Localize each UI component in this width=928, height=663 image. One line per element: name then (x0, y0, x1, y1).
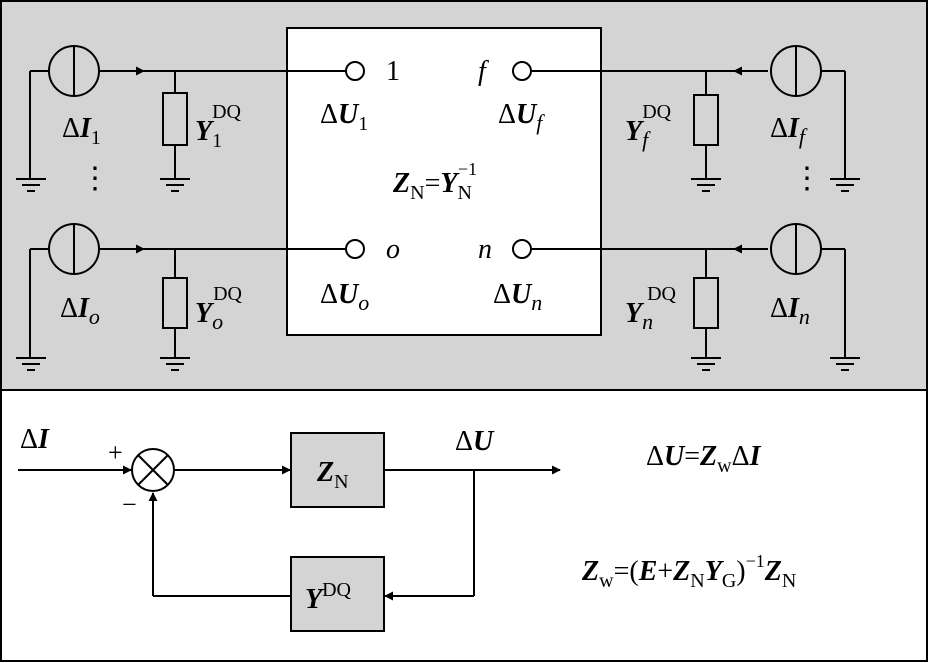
right-port-n (512, 223, 860, 371)
minus-sign: − (122, 490, 137, 519)
input-label: ΔI (20, 424, 50, 455)
left-port-1 (16, 45, 365, 192)
node-label-1: 1 (386, 56, 400, 87)
admittance-label-o: YoDQ (195, 283, 243, 334)
admittance-label-n: YnDQ (625, 283, 677, 334)
current-label-f: ΔIf (770, 113, 808, 149)
node-label-n: n (478, 234, 492, 265)
feedback-block-ydq (290, 556, 385, 632)
left-port-o (16, 223, 365, 371)
voltage-label-1: ΔU1 (320, 99, 368, 135)
admittance-label-1: Y1DQ (195, 101, 242, 152)
feedback-block-label: YDQ (305, 579, 352, 615)
block-diagram-panel (0, 389, 928, 662)
node-label-o: o (386, 234, 400, 265)
equation-output: ΔU=ZwΔI (646, 441, 762, 477)
equation-closed-loop: Zw=(E+ZNYG)−1ZN (581, 551, 796, 592)
voltage-label-n: ΔUn (493, 279, 542, 315)
block-diagram-wiring (18, 448, 561, 601)
output-label: ΔU (455, 426, 495, 457)
current-label-o: ΔIo (60, 293, 100, 329)
port-terminal-icon (512, 239, 532, 259)
forward-block-zn (290, 432, 385, 508)
current-label-n: ΔIn (770, 293, 810, 329)
vdots-right-lower: ⋮ (792, 162, 822, 195)
node-label-f: f (478, 56, 489, 87)
port-terminal-icon (512, 61, 532, 81)
forward-block-label: ZN (316, 457, 349, 493)
port-terminal-icon (345, 239, 365, 259)
admittance-label-f: YfDQ (625, 101, 672, 152)
port-terminal-icon (345, 61, 365, 81)
network-matrix-equation: ZN=YN−1 (392, 159, 477, 204)
vdots-left-lower: ⋮ (80, 162, 110, 195)
voltage-label-o: ΔUo (320, 279, 369, 315)
network-box (286, 27, 602, 336)
voltage-label-f: ΔUf (498, 99, 545, 135)
current-label-1: ΔI1 (62, 113, 101, 149)
right-port-f (512, 45, 860, 192)
plus-sign: + (108, 438, 123, 467)
